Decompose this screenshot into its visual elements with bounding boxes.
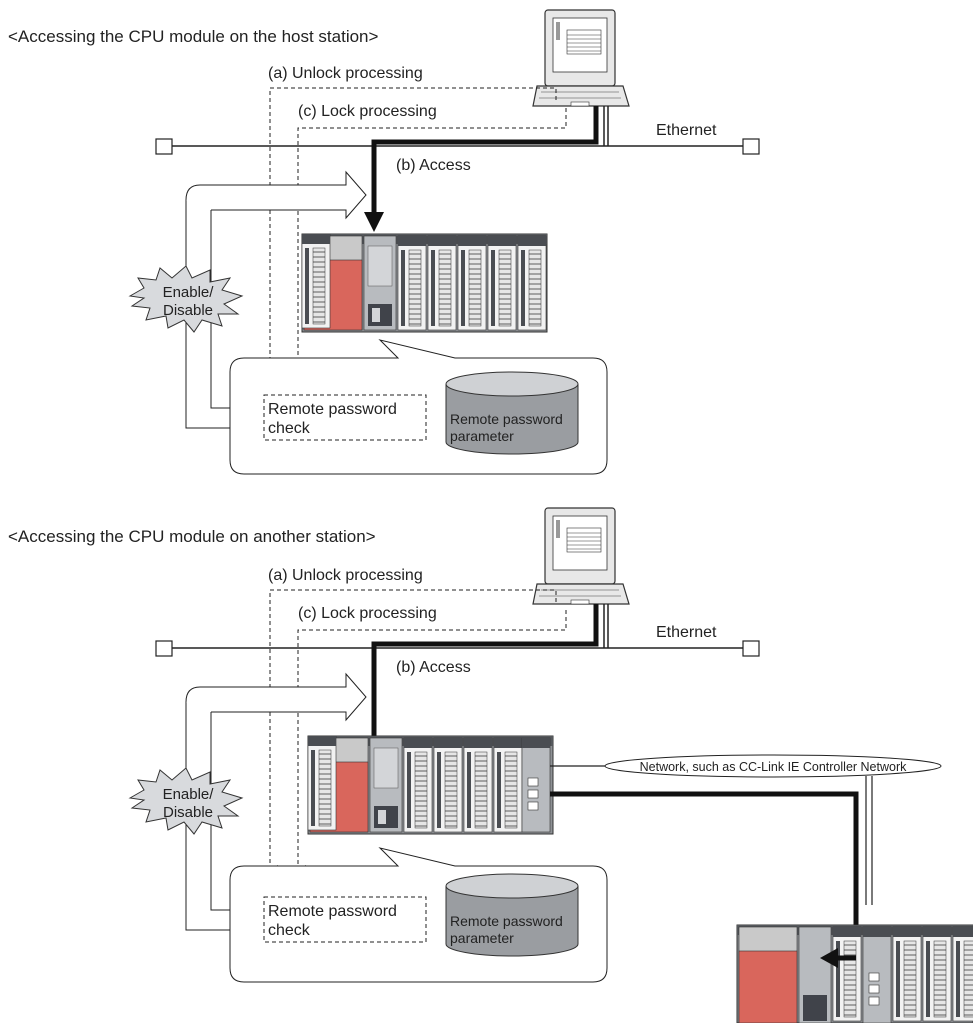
remote-password-check-box: [263, 394, 427, 441]
network-label: Network, such as CC-Link IE Controller N…: [640, 760, 907, 774]
panel-heading: <Accessing the CPU module on another sta…: [8, 527, 376, 546]
remote-plc-rack: [736, 924, 973, 1023]
cpu-plc-rack: [307, 735, 554, 835]
unlock-label: (a) Unlock processing: [268, 567, 423, 584]
access-line: [371, 106, 599, 218]
param-label-line2: parameter: [450, 930, 514, 946]
param-label-line2: parameter: [450, 428, 514, 444]
param-label-line1: Remote password: [450, 411, 563, 427]
network-callout: [604, 754, 942, 778]
check-label-line1: Remote password: [268, 401, 397, 418]
lock-label: (c) Lock processing: [298, 103, 437, 120]
panel-heading: <Accessing the CPU module on the host st…: [8, 27, 379, 46]
access-line: [371, 604, 599, 736]
unlock-arrow: [269, 87, 557, 405]
cpu-plc-rack: [301, 233, 548, 333]
check-label-line1: Remote password: [268, 903, 397, 920]
enable-loop-arrow: [185, 170, 367, 220]
enable-label: Enable/: [163, 284, 215, 301]
network-access-line: [550, 791, 859, 960]
panel-host-station: <Accessing the CPU module on the host st…: [8, 9, 760, 475]
panel-another-station: <Accessing the CPU module on another sta…: [8, 507, 973, 1023]
laptop-icon: [532, 507, 630, 605]
terminator-left: [155, 640, 173, 657]
access-label: (b) Access: [396, 157, 471, 174]
param-label-line1: Remote password: [450, 913, 563, 929]
laptop-icon: [532, 9, 630, 107]
access-label: (b) Access: [396, 659, 471, 676]
unlock-label: (a) Unlock processing: [268, 65, 423, 82]
lock-label: (c) Lock processing: [298, 605, 437, 622]
terminator-left: [155, 138, 173, 155]
disable-label: Disable: [163, 302, 213, 319]
ethernet-label: Ethernet: [656, 122, 717, 139]
terminator-right: [742, 138, 760, 155]
remote-password-check-box: [263, 896, 427, 943]
ethernet-label: Ethernet: [656, 624, 717, 641]
lock-arrow: [297, 108, 567, 405]
enable-label: Enable/: [163, 786, 215, 803]
remote-access-arrowhead: [820, 948, 838, 968]
disable-label: Disable: [163, 804, 213, 821]
terminator-right: [742, 640, 760, 657]
lock-arrow: [297, 610, 567, 875]
unlock-arrow: [269, 589, 557, 875]
enable-loop-arrow: [185, 672, 367, 722]
check-label-line2: check: [268, 420, 311, 437]
check-label-line2: check: [268, 922, 311, 939]
